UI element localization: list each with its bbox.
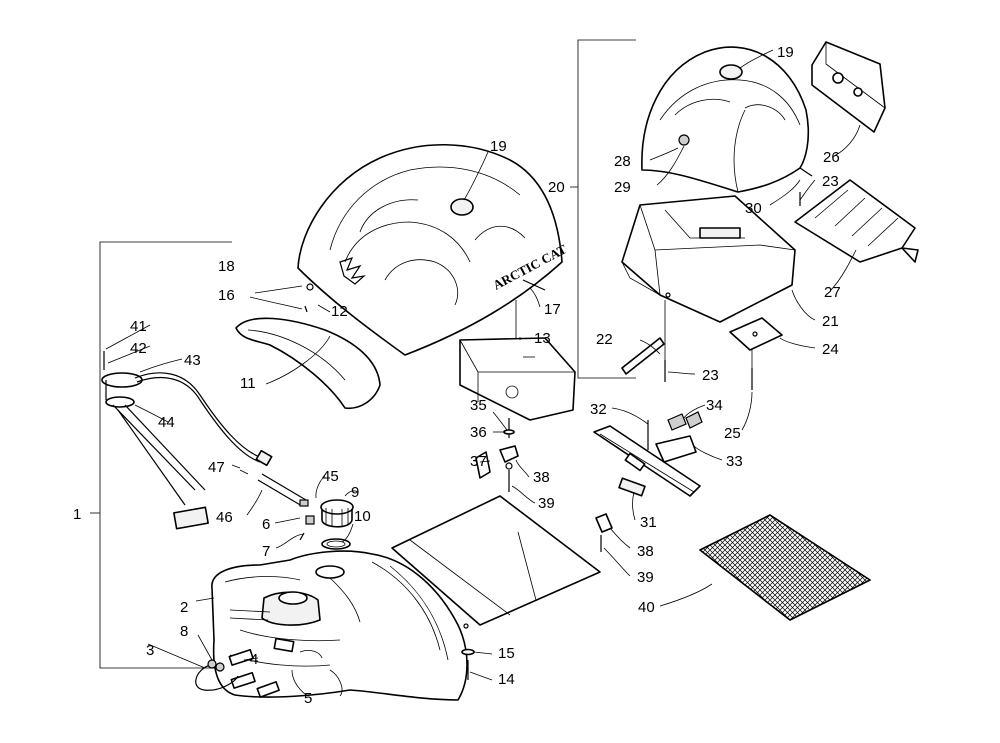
callout-30: 30 — [745, 200, 762, 217]
callout-38-left: 38 — [533, 469, 550, 486]
bracket-assembly-20 — [570, 39, 636, 379]
callout-44: 44 — [158, 414, 175, 431]
floor-mat-40 — [698, 514, 872, 621]
callout-9: 9 — [351, 484, 359, 501]
callout-37: 37 — [470, 453, 487, 470]
callout-43: 43 — [184, 352, 201, 369]
callout-6: 6 — [262, 516, 270, 533]
callout-2: 2 — [180, 599, 188, 616]
seat-front-trim — [235, 317, 381, 410]
callout-35: 35 — [470, 397, 487, 414]
callout-36: 36 — [470, 424, 487, 441]
callout-20: 20 — [548, 179, 565, 196]
callout-23-upper: 23 — [822, 173, 839, 190]
callout-24: 24 — [822, 341, 839, 358]
callout-27: 27 — [824, 284, 841, 301]
callout-33: 33 — [726, 453, 743, 470]
fuel-line — [239, 469, 315, 541]
callout-8: 8 — [180, 623, 188, 640]
fuel-tank — [211, 550, 468, 701]
callout-18: 18 — [218, 258, 235, 275]
callout-31: 31 — [640, 514, 657, 531]
callout-19-seat: 19 — [490, 138, 507, 155]
washer-15 — [461, 648, 475, 656]
storage-box-liner-26 — [811, 41, 886, 133]
rear-rail-bracket — [593, 425, 701, 497]
callout-42: 42 — [130, 340, 147, 357]
callout-38-right: 38 — [637, 543, 654, 560]
callout-1: 1 — [73, 506, 81, 523]
callout-11: 11 — [240, 375, 256, 392]
callout-25: 25 — [724, 425, 741, 442]
seat-assembly: ARCTIC CAT — [297, 143, 569, 356]
storage-box-lid — [641, 46, 813, 193]
callout-29: 29 — [614, 179, 631, 196]
callout-13: 13 — [534, 330, 551, 347]
callout-10: 10 — [354, 508, 371, 525]
callout-39-right: 39 — [637, 569, 654, 586]
callout-labels: 1 2 3 4 5 6 7 8 9 10 11 12 13 14 15 16 1… — [73, 44, 841, 707]
seat-base-block — [459, 337, 576, 421]
box-strip-22 — [621, 337, 665, 375]
seat-logo — [339, 257, 366, 285]
fuel-pump-assembly — [101, 351, 273, 530]
callout-7: 7 — [262, 543, 270, 560]
callout-32: 32 — [590, 401, 607, 418]
callout-12: 12 — [331, 303, 348, 320]
callout-41: 41 — [130, 318, 147, 335]
fuel-cap — [320, 499, 354, 528]
callout-3: 3 — [146, 642, 154, 659]
callout-40: 40 — [638, 599, 655, 616]
callout-21: 21 — [822, 313, 839, 330]
callout-4: 4 — [250, 651, 258, 668]
callout-15: 15 — [498, 645, 515, 662]
callout-17: 17 — [544, 301, 561, 318]
callout-47: 47 — [208, 459, 225, 476]
mount-hardware-right — [595, 513, 613, 552]
storage-tray-27 — [794, 179, 919, 263]
callout-26: 26 — [823, 149, 840, 166]
leader-lines — [105, 49, 861, 696]
callout-45: 45 — [322, 468, 339, 485]
callout-19-lid: 19 — [777, 44, 794, 61]
tank-floor-plate — [391, 495, 601, 629]
fuel-hoses — [195, 648, 280, 698]
callout-5: 5 — [304, 690, 312, 707]
callout-39-left: 39 — [538, 495, 555, 512]
callout-16: 16 — [218, 287, 235, 304]
callout-23-lower: 23 — [702, 367, 719, 384]
callout-46: 46 — [216, 509, 233, 526]
callout-34: 34 — [706, 397, 723, 414]
latch-assembly — [647, 411, 703, 463]
fuel-cap-gasket — [321, 538, 351, 550]
storage-box-base-21 — [621, 195, 796, 323]
callout-28: 28 — [614, 153, 631, 170]
callout-22: 22 — [596, 331, 613, 348]
seat-emblem-19 — [450, 198, 474, 216]
box-bracket-24 — [729, 317, 783, 351]
callout-14: 14 — [498, 671, 515, 688]
bracket-assembly-1 — [90, 241, 232, 669]
